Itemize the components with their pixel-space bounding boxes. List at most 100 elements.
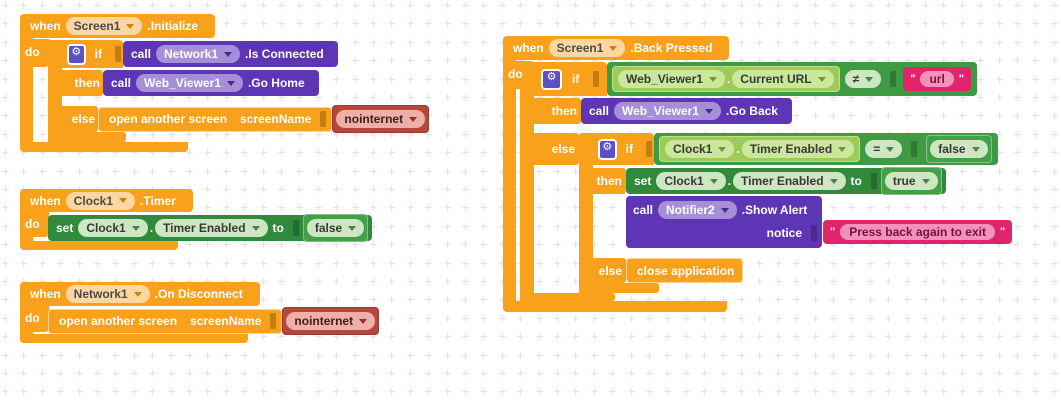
block-when-screen1-initialize[interactable]: when Screen1 .Initialize do ⚙ if call — [20, 14, 430, 152]
component-name: Clock1 — [86, 221, 126, 235]
open-quote: " — [910, 73, 916, 85]
do-keyword: do — [508, 67, 523, 81]
call-keyword: call — [111, 76, 132, 90]
component-dropdown[interactable]: Network1 — [65, 285, 150, 303]
value-dropdown[interactable]: false — [306, 219, 365, 237]
chevron-down-icon — [718, 146, 727, 152]
component-dropdown[interactable]: Screen1 — [548, 39, 626, 57]
call-webviewer1-gohome-block[interactable]: call Web_Viewer1 .Go Home — [103, 70, 319, 96]
screen-dropdown[interactable]: nointernet — [336, 110, 426, 128]
gear-icon[interactable]: ⚙ — [598, 138, 617, 160]
logic-false-block[interactable]: false — [926, 135, 992, 163]
chevron-down-icon — [131, 225, 140, 231]
value-dropdown[interactable]: false — [930, 140, 988, 158]
open-another-screen-block[interactable]: open another screen screenName — [48, 308, 283, 334]
param-label: screenName — [240, 112, 312, 126]
param-label: notice — [766, 226, 802, 240]
chevron-down-icon — [226, 80, 235, 86]
text-string-block[interactable]: " url " — [903, 67, 971, 91]
when-keyword: when — [30, 287, 61, 301]
event-block-header[interactable]: when Screen1 .Back Pressed — [503, 36, 730, 60]
event-name: .On Disconnect — [154, 287, 243, 301]
chevron-down-icon — [359, 318, 368, 324]
chevron-down-icon — [971, 146, 980, 152]
event-name: .Timer — [140, 193, 176, 208]
property-name: Timer Enabled — [749, 142, 833, 156]
set-clock1-timerenabled-block[interactable]: set Clock1 . Timer Enabled — [626, 167, 946, 195]
event-name: .Initialize — [147, 19, 199, 33]
text-field[interactable]: url — [920, 71, 954, 87]
compare-block[interactable]: Clock1 . Timer Enabled — [654, 133, 998, 165]
text-field[interactable]: Press back again to exit — [840, 224, 995, 240]
close-application-block[interactable]: close application — [626, 258, 744, 283]
dot-separator: . — [149, 221, 154, 235]
chevron-down-icon — [838, 146, 847, 152]
component-name: Web_Viewer1 — [622, 104, 699, 118]
component-dropdown[interactable]: Web_Viewer1 — [614, 102, 721, 120]
to-keyword: to — [850, 174, 862, 188]
value-socket — [870, 173, 877, 189]
event-block-header[interactable]: when Clock1 .Timer — [20, 189, 193, 212]
component-dropdown[interactable]: Notifier2 — [658, 201, 737, 219]
component-dropdown[interactable]: Web_Viewer1 — [136, 74, 243, 92]
if-block-outer[interactable]: ⚙ if Web_Viewer1 . Current URL — [520, 62, 1013, 301]
value-dropdown[interactable]: true — [884, 172, 938, 190]
when-block-bottom — [503, 301, 727, 312]
block-when-network1-ondisconnect[interactable]: when Network1 .On Disconnect do open ano… — [20, 282, 380, 343]
when-keyword: when — [513, 41, 544, 55]
component-dropdown[interactable]: Clock1 — [665, 140, 735, 158]
screen-dropdown[interactable]: nointernet — [286, 312, 376, 330]
chevron-down-icon — [126, 23, 135, 29]
set-clock1-timerenabled-block[interactable]: set Clock1 . Timer Enabled to false — [48, 214, 373, 242]
if-block-bottom — [48, 132, 126, 142]
text-string-block[interactable]: " Press back again to exit " — [823, 220, 1013, 244]
call-keyword: call — [633, 203, 654, 217]
chevron-down-icon — [704, 108, 713, 114]
screen-name: nointernet — [344, 112, 404, 126]
dot-separator: . — [736, 142, 740, 156]
property-dropdown[interactable]: Timer Enabled — [733, 172, 846, 190]
property-dropdown[interactable]: Current URL — [732, 70, 834, 88]
event-block-header[interactable]: when Screen1 .Initialize — [20, 14, 216, 38]
property-name: Current URL — [740, 72, 812, 86]
if-block-inner[interactable]: ⚙ if Clock1 . — [579, 133, 1013, 293]
component-dropdown[interactable]: Network1 — [156, 45, 241, 63]
value-socket — [320, 111, 327, 127]
call-network1-isconnected-block[interactable]: call Network1 .Is Connected — [123, 41, 338, 67]
component-dropdown[interactable]: Clock1 — [78, 219, 148, 237]
logic-false-block[interactable]: false — [302, 214, 369, 242]
block-when-screen1-backpressed[interactable]: when Screen1 .Back Pressed do ⚙ if — [503, 36, 1013, 312]
property-dropdown[interactable]: Timer Enabled — [155, 219, 268, 237]
open-another-screen-block[interactable]: open another screen screenName — [98, 106, 333, 132]
component-name: Notifier2 — [666, 203, 715, 217]
component-name: Screen1 — [73, 19, 121, 33]
event-block-header[interactable]: when Network1 .On Disconnect — [20, 282, 260, 306]
block-when-clock1-timer[interactable]: when Clock1 .Timer do set Clock1 . Timer… — [20, 189, 373, 250]
operator: = — [873, 142, 881, 156]
component-dropdown[interactable]: Clock1 — [656, 172, 726, 190]
compare-block[interactable]: Web_Viewer1 . Current URL ≠ — [607, 62, 977, 96]
call-webviewer1-goback-block[interactable]: call Web_Viewer1 .Go Back — [581, 98, 792, 124]
operator-dropdown[interactable]: = — [865, 140, 903, 158]
component-dropdown[interactable]: Clock1 — [65, 191, 136, 210]
when-keyword: when — [30, 19, 61, 33]
chevron-down-icon — [224, 51, 233, 57]
value-socket — [270, 313, 277, 329]
property-dropdown[interactable]: Timer Enabled — [741, 140, 855, 158]
component-dropdown[interactable]: Screen1 — [65, 17, 143, 35]
if-block[interactable]: ⚙ if call Network1 .Is Connected — [48, 40, 430, 142]
operator-dropdown[interactable]: ≠ — [844, 70, 882, 88]
gear-icon[interactable]: ⚙ — [67, 43, 86, 65]
gear-icon[interactable]: ⚙ — [541, 68, 562, 90]
dot-separator: . — [726, 72, 731, 86]
logic-true-block[interactable]: true — [880, 167, 942, 195]
chevron-down-icon — [251, 225, 260, 231]
screen-name-block[interactable]: nointernet — [282, 307, 380, 335]
component-dropdown[interactable]: Web_Viewer1 — [618, 70, 725, 88]
screen-name-block[interactable]: nointernet — [332, 105, 430, 133]
call-notifier2-showalert-block[interactable]: call Notifier2 .Show Alert notice — [626, 196, 1013, 248]
getter-webviewer1-currenturl[interactable]: Web_Viewer1 . Current URL — [612, 66, 840, 92]
do-keyword: do — [25, 311, 40, 325]
getter-clock1-timerenabled[interactable]: Clock1 . Timer Enabled — [659, 136, 861, 162]
